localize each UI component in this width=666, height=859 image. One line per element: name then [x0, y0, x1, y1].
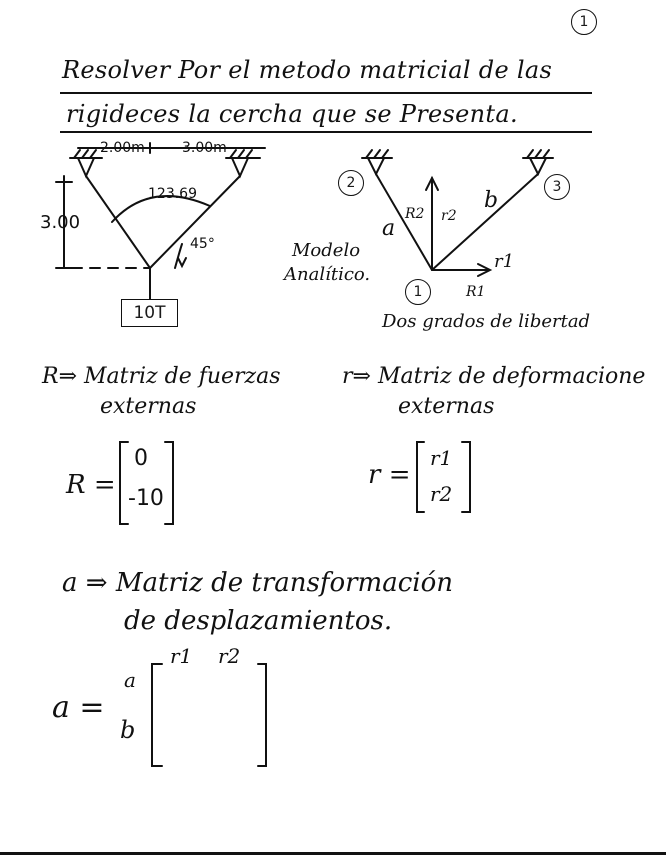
r-matrix-left-bracket [416, 441, 425, 513]
truss-bar-left [85, 175, 151, 269]
r-definition-line1: r⇒ Matriz de deformacione [342, 364, 646, 389]
a-matrix-left-bracket [151, 663, 163, 767]
bar-a-label: a [382, 216, 396, 241]
a-matrix-col-label-1: r1 [170, 644, 193, 668]
a-matrix-col-label-2: r2 [218, 644, 241, 668]
right-support-icon [225, 149, 261, 179]
dimension-right-label: 3.00m [182, 140, 227, 156]
bar-b-line [431, 173, 539, 271]
angle-value-label: 123.69 [148, 186, 197, 202]
node-1-label: 1 [405, 279, 431, 305]
title-line-2: rigideces la cercha que se Presenta. [66, 100, 518, 128]
a-definition-line1: a ⇒ Matriz de transformación [62, 568, 453, 598]
r1-label: r1 [494, 251, 515, 272]
load-box: 10T [121, 299, 178, 327]
node-2-label: 2 [338, 170, 364, 196]
node-3-label: 3 [544, 174, 570, 200]
angle-arc-123 [111, 195, 211, 223]
node2-support-icon [361, 149, 393, 177]
left-support-icon [69, 149, 103, 179]
r2-label: r2 [441, 208, 457, 224]
R-matrix-right-bracket [164, 441, 174, 525]
R-matrix-symbol: R = [66, 470, 116, 500]
R1-label: R1 [466, 284, 486, 300]
r-definition-line2: externas [398, 394, 495, 419]
R-matrix-entry-1: 0 [134, 446, 148, 471]
page-bottom-edge [0, 852, 666, 855]
a-matrix-symbol: a = [52, 690, 105, 725]
R2-label: R2 [405, 206, 425, 222]
bar-b-label: b [484, 188, 499, 213]
R-matrix-entry-2: -10 [128, 486, 164, 511]
bar-a-line [375, 173, 433, 271]
dof-caption: Dos grados de libertad [382, 311, 591, 332]
r-matrix-entry-2: r2 [430, 482, 453, 506]
a-matrix-right-bracket [257, 663, 267, 767]
r-matrix-symbol: r = [368, 460, 411, 490]
dimension-left-label: 2.00m [100, 140, 145, 156]
node3-support-icon [522, 149, 554, 177]
a-matrix-row-label-2: b [120, 716, 136, 744]
a-definition-line2: de desplazamientos. [124, 606, 393, 636]
r-matrix-entry-1: r1 [430, 446, 453, 470]
truss-bar-right [149, 175, 241, 269]
R-definition-line2: externas [100, 394, 197, 419]
r-matrix-right-bracket [461, 441, 471, 513]
title-line-1: Resolver Por el metodo matricial de las [62, 56, 553, 84]
dimension-height-label: 3.00 [40, 212, 81, 233]
title-underline-1 [60, 92, 592, 94]
title-underline-2 [60, 131, 592, 133]
model-label-line1: Modelo [292, 240, 361, 261]
model-label-line2: Analítico. [284, 264, 371, 285]
a-matrix-row-label-1: a [124, 668, 136, 692]
R-definition-line1: R⇒ Matriz de fuerzas [42, 364, 281, 389]
angle-45-label: 45° [190, 236, 215, 252]
page-number: 1 [571, 9, 597, 35]
R-matrix-left-bracket [119, 441, 129, 525]
angle-arc-45 [174, 243, 183, 269]
